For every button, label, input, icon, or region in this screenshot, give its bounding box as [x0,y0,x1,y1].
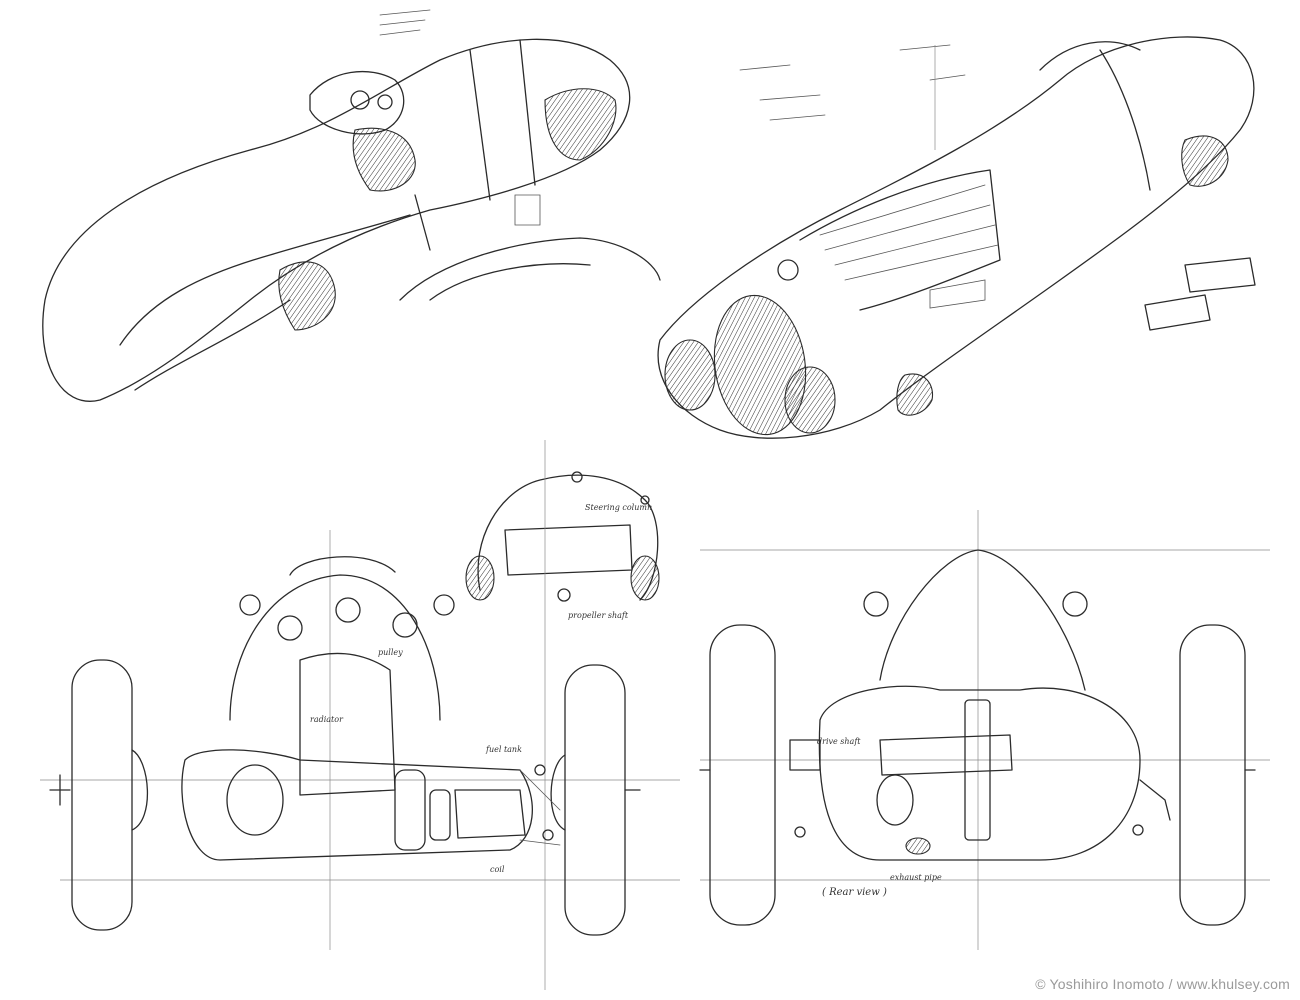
note-radiator: radiator [310,715,344,724]
note-exhaust: exhaust pipe [890,873,942,882]
note-pulley: pulley [378,648,403,657]
note-drive-shaft: drive shaft [817,737,861,746]
copyright-credit: © Yoshihiro Inomoto / www.khulsey.com [1035,976,1290,992]
car-three-quarter-view-right [657,36,1256,439]
car-three-quarter-view-left [42,9,661,402]
note-fuel-tank: fuel tank [485,745,522,754]
note-coil: coil [490,865,505,874]
note-propeller: propeller shaft [568,611,629,620]
car-rear-view: drive shaft exhaust pipe ( Rear view ) [699,510,1270,950]
note-rear-view: ( Rear view ) [822,887,887,898]
cockpit-section-detail: Steering column propeller shaft [465,471,660,620]
note-steering: Steering column [585,503,652,512]
car-front-view: radiator pulley coil fuel tank [40,440,680,990]
